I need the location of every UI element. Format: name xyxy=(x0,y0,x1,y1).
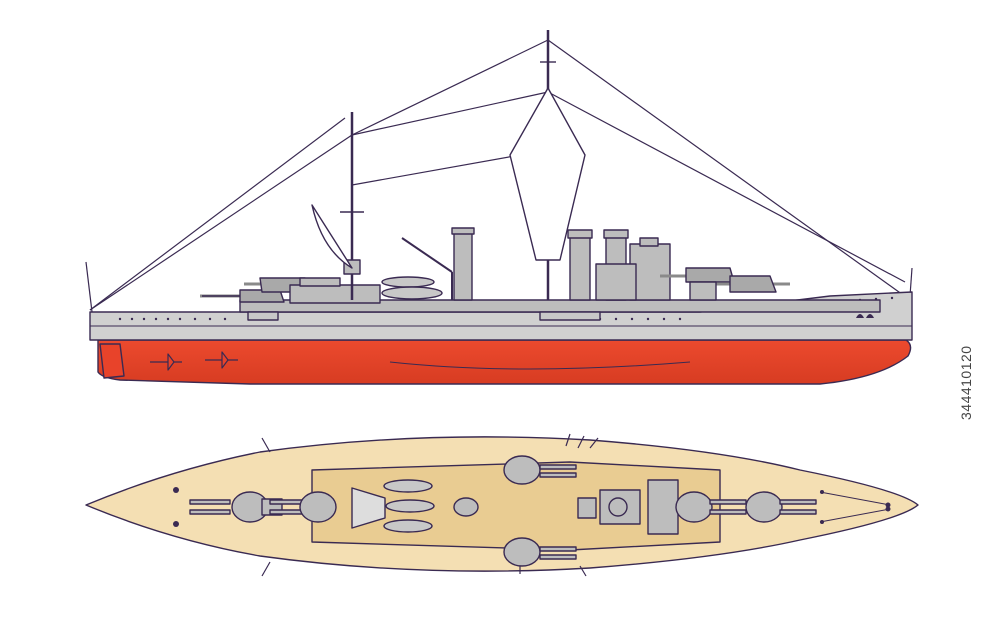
aft-mast xyxy=(311,112,364,300)
hull-gray-band xyxy=(89,291,913,341)
top-forward-turret-2 xyxy=(745,491,817,523)
funnels xyxy=(451,227,629,301)
rigging-lines xyxy=(85,39,913,313)
mid-block xyxy=(289,277,381,304)
aft-sail xyxy=(311,204,353,269)
forward-turret-1 xyxy=(660,267,735,283)
rudder xyxy=(99,343,125,379)
propeller-icons xyxy=(150,351,238,371)
anchor-icons xyxy=(856,314,874,318)
forward-turret-2 xyxy=(710,275,790,293)
crane xyxy=(401,237,453,300)
fore-mast xyxy=(509,30,586,300)
hull-red xyxy=(97,339,912,385)
bridge xyxy=(595,237,671,301)
top-bow-rigging xyxy=(819,491,891,523)
hull-waterline-curve xyxy=(389,361,691,370)
top-view xyxy=(85,433,919,577)
top-side-turret-lower xyxy=(503,537,577,567)
side-view xyxy=(85,30,913,385)
top-booms xyxy=(261,433,599,577)
fore-sail xyxy=(509,87,586,261)
top-rear-turret-2 xyxy=(269,491,337,523)
top-boats xyxy=(383,479,435,533)
stock-id-label: 344410120 xyxy=(958,345,974,420)
top-crane xyxy=(351,487,386,529)
top-side-turret-upper xyxy=(503,455,577,485)
top-forward-superstructure xyxy=(577,479,679,535)
top-deck-dots xyxy=(173,487,891,527)
center-boats xyxy=(381,276,443,300)
top-forward-turret-1 xyxy=(675,491,747,523)
top-funnel xyxy=(453,497,479,517)
